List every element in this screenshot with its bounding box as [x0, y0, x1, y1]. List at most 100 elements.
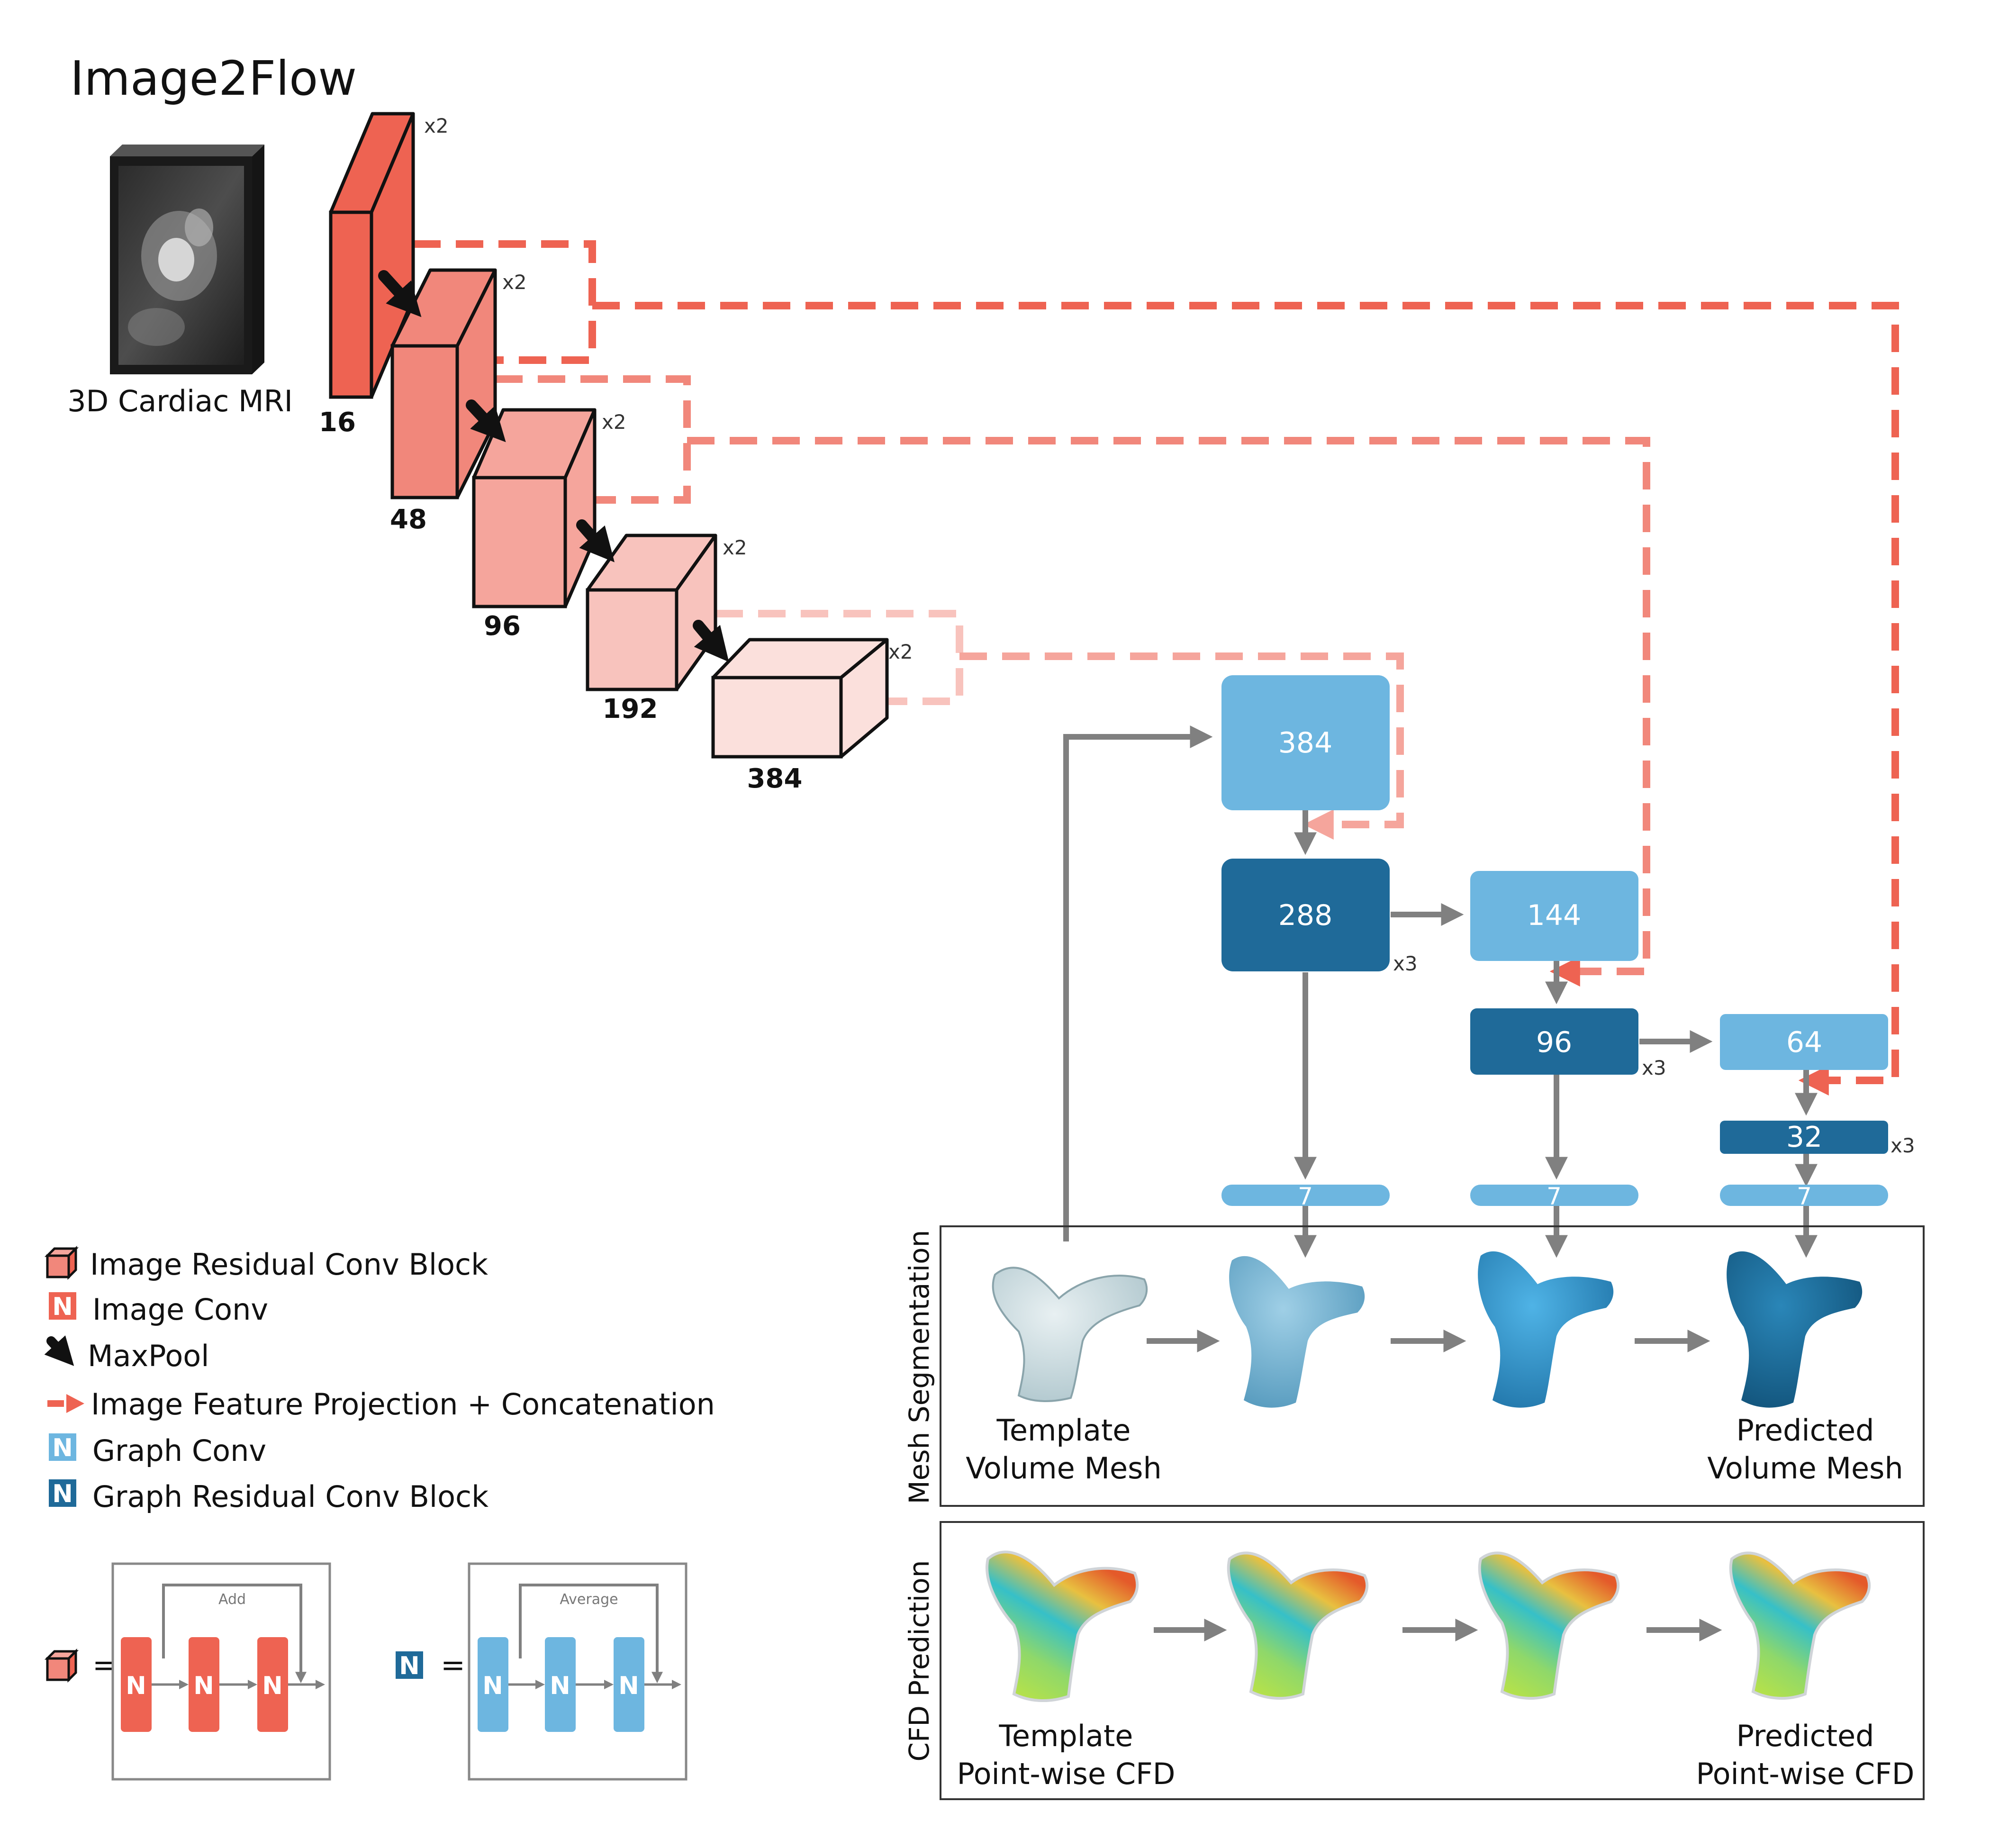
graph-res-label-288: 288	[1278, 899, 1333, 932]
graph-res-icon: N	[49, 1479, 76, 1508]
input-label: 3D Cardiac MRI	[67, 384, 293, 418]
cfd-prediction-panel: CFD Prediction Template Point-wise CFD P…	[903, 1521, 1925, 1800]
repeat-label-16: x2	[424, 114, 449, 137]
repeat-label-32: x3	[1890, 1134, 1915, 1157]
encoder-block-48	[390, 268, 497, 499]
graph-conv-box-64	[1720, 1014, 1888, 1070]
graph-conv-box-384	[1221, 675, 1390, 810]
graph-conv-label-384: 384	[1278, 726, 1333, 760]
legend-label-graph-conv: Graph Conv	[92, 1433, 266, 1468]
cube-icon	[44, 1245, 79, 1280]
repeat-label-96: x2	[602, 410, 626, 434]
graph-res-box-32	[1720, 1121, 1888, 1154]
legend-label-image-res: Image Residual Conv Block	[90, 1247, 488, 1282]
maxpool-arrow-3	[576, 519, 615, 562]
repeat-label-192: x2	[723, 536, 747, 559]
dashed-arrow-icon	[47, 1394, 84, 1413]
graph-conv-node-1: N	[482, 1672, 503, 1700]
graph-res-icon: N	[396, 1651, 423, 1680]
graph-res-label-32: 32	[1786, 1121, 1822, 1154]
encoder-block-16	[329, 112, 415, 399]
repeat-label-48: x2	[502, 271, 527, 294]
encoder: 16 48 96 192 384 x2 x2 x2 x2 x2	[319, 112, 913, 794]
svg-text:N: N	[52, 1434, 73, 1462]
output-bar-1	[1221, 1185, 1390, 1206]
skip-connector-384	[959, 652, 1404, 840]
cfd-predicted	[1729, 1551, 1871, 1700]
mesh-panel-title: Mesh Segmentation	[903, 1230, 935, 1504]
skip-connector-48	[687, 437, 1650, 987]
cfd-left-caption-1: Template	[999, 1719, 1133, 1753]
image-conv-node-2: N	[193, 1672, 214, 1700]
legend-label-graph-res: Graph Residual Conv Block	[92, 1479, 488, 1514]
mesh-right-caption-1: Predicted	[1736, 1413, 1874, 1448]
image-res-block-definition: = Add N N N	[44, 1562, 331, 1781]
skip-connector-48-local	[495, 375, 691, 504]
graph-res-box-96	[1470, 1008, 1638, 1075]
graph-conv-label-144: 144	[1527, 899, 1582, 932]
maxpool-arrow-2	[466, 399, 506, 443]
graph-res-label-96: 96	[1536, 1026, 1572, 1059]
average-label: Average	[560, 1591, 618, 1608]
repeat-label-384: x2	[888, 640, 913, 663]
output-bar-2	[1470, 1185, 1638, 1206]
cfd-right-caption-1: Predicted	[1736, 1719, 1874, 1753]
cfd-template	[986, 1550, 1139, 1703]
mesh-left-caption-2: Volume Mesh	[966, 1451, 1162, 1486]
mesh-left-caption-1: Template	[996, 1413, 1131, 1448]
channel-label-384: 384	[747, 763, 803, 794]
graph-res-equals: =	[441, 1648, 465, 1682]
repeat-label-288: x3	[1393, 952, 1418, 975]
encoder-block-96	[472, 408, 597, 608]
svg-text:N: N	[399, 1652, 420, 1680]
mesh-stage-1	[1229, 1256, 1365, 1408]
graph-conv-box-144	[1470, 871, 1638, 961]
mesh-segmentation-panel: Mesh Segmentation Template Volume Mesh P…	[903, 1225, 1925, 1507]
mesh-predicted	[1727, 1251, 1863, 1408]
channel-label-48: 48	[390, 504, 427, 535]
svg-text:N: N	[52, 1480, 73, 1508]
channel-label-192: 192	[603, 694, 658, 725]
legend: Image Residual Conv Block N Image Conv M…	[44, 1245, 715, 1514]
graph-conv-icon: N	[49, 1433, 76, 1462]
encoder-block-192	[586, 534, 717, 691]
decoder: 384 288 x3 144 96 x3 64 32 x3 7 7 7	[1221, 675, 1915, 1210]
skip-connector-16	[592, 302, 1899, 1096]
encoder-block-384	[711, 638, 889, 759]
mesh-right-caption-2: Volume Mesh	[1707, 1451, 1903, 1486]
output-label-1: 7	[1298, 1183, 1313, 1210]
maxpool-arrow-1	[378, 270, 422, 317]
maxpool-arrow-4	[693, 620, 729, 662]
image-conv-node-1: N	[126, 1672, 146, 1700]
legend-label-maxpool: MaxPool	[88, 1339, 209, 1373]
image-conv-node-3: N	[262, 1672, 283, 1700]
output-label-3: 7	[1797, 1183, 1812, 1210]
cfd-stage-2	[1478, 1551, 1620, 1700]
graph-res-block-definition: N = Average N N N	[396, 1562, 687, 1781]
graph-conv-node-3: N	[618, 1672, 639, 1700]
legend-label-feature-projection: Image Feature Projection + Concatenation	[91, 1387, 715, 1422]
svg-text:N: N	[52, 1293, 73, 1321]
add-label: Add	[218, 1591, 246, 1608]
template-input-arrow	[1063, 725, 1213, 1241]
mesh-template	[992, 1267, 1148, 1402]
cfd-stage-1	[1227, 1551, 1369, 1700]
cfd-left-caption-2: Point-wise CFD	[957, 1757, 1175, 1791]
channel-label-16: 16	[319, 407, 356, 438]
decoder-arrows	[1063, 725, 1818, 1258]
channel-label-96: 96	[484, 611, 521, 642]
maxpool-arrows	[378, 270, 729, 662]
graph-res-box-288	[1221, 859, 1390, 971]
skip-connections	[413, 240, 1899, 1096]
cfd-panel-title: CFD Prediction	[903, 1560, 935, 1761]
mri-volume-image	[110, 145, 264, 374]
page-title: Image2Flow	[70, 51, 357, 106]
repeat-label-96: x3	[1642, 1056, 1666, 1079]
image-conv-icon: N	[49, 1292, 76, 1321]
cfd-right-caption-2: Point-wise CFD	[1696, 1757, 1914, 1791]
skip-connector-192	[715, 610, 963, 705]
legend-label-image-conv: Image Conv	[92, 1292, 268, 1327]
cube-icon	[44, 1648, 79, 1683]
output-label-2: 7	[1547, 1183, 1562, 1210]
